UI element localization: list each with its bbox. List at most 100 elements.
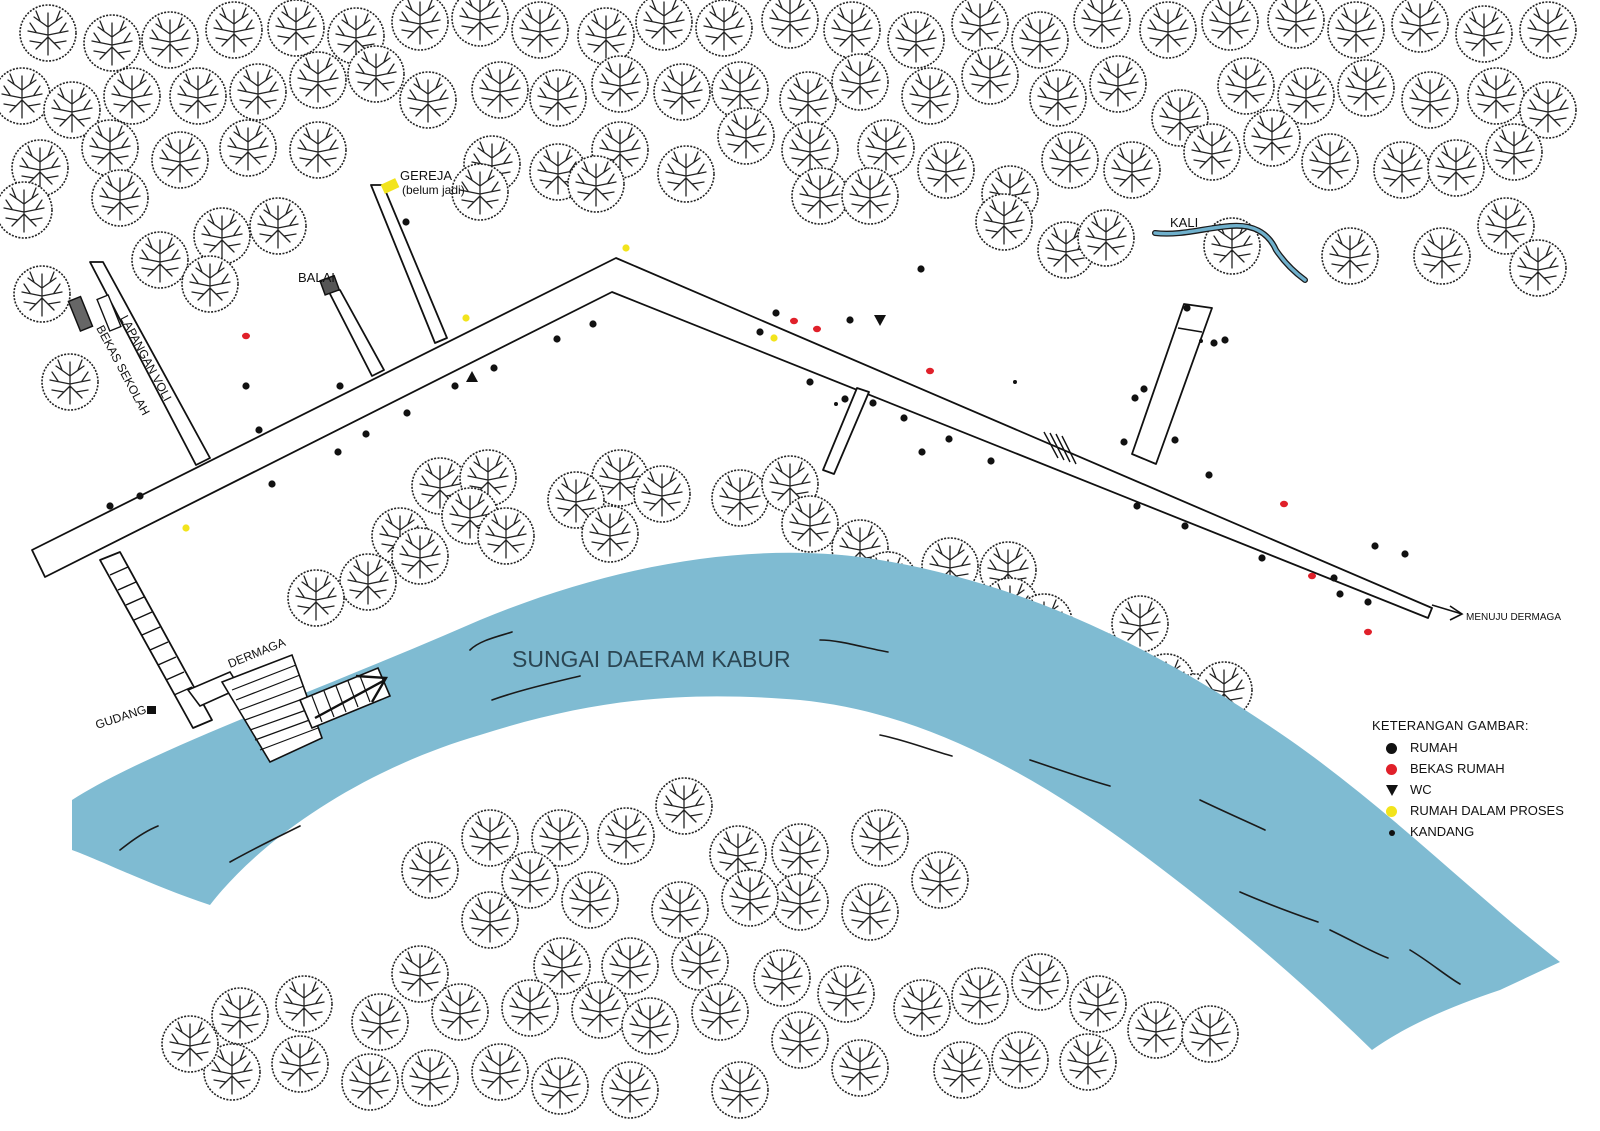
tree-icon <box>471 61 529 119</box>
tree-icon <box>81 119 139 177</box>
legend-label: WC <box>1410 782 1432 797</box>
tree-icon <box>933 1041 991 1099</box>
rumah-dalam-proses-marker <box>462 314 470 322</box>
river <box>72 552 1560 1050</box>
legend-item-wc: WC <box>1372 779 1592 800</box>
tree-icon <box>229 63 287 121</box>
legend-label: RUMAH DALAM PROSES <box>1410 803 1564 818</box>
triangle-icon <box>1382 782 1402 798</box>
tree-icon <box>529 69 587 127</box>
tree-icon <box>633 465 691 523</box>
balai-building <box>319 274 341 296</box>
red-dot-icon <box>1382 761 1402 777</box>
tree-icon <box>1127 1001 1185 1059</box>
tree-icon <box>581 505 639 563</box>
tree-icon <box>289 51 347 109</box>
road-hatching <box>109 327 1203 696</box>
tree-icon <box>951 967 1009 1025</box>
main-road <box>31 257 1433 619</box>
kali-label: KALI <box>1170 215 1198 230</box>
tree-icon <box>711 1061 769 1119</box>
tree-icon <box>1103 141 1161 199</box>
tree-icon <box>1059 1033 1117 1091</box>
rumah-dalam-proses-marker <box>622 244 630 252</box>
tree-icon <box>961 47 1019 105</box>
tree-icon <box>1519 1 1577 59</box>
tree-icon <box>103 67 161 125</box>
tree-icon <box>857 119 915 177</box>
tree-icon <box>1509 239 1567 297</box>
rumah-marker <box>987 457 995 465</box>
roads <box>31 184 1433 729</box>
tree-icon <box>391 0 449 51</box>
tree-icon <box>271 1035 329 1093</box>
gereja-note-label: (belum jadi) <box>402 183 465 197</box>
tree-icon <box>911 851 969 909</box>
rumah-marker <box>268 480 276 488</box>
rumah-marker <box>255 426 263 434</box>
legend-item-rumah-dalam-proses: RUMAH DALAM PROSES <box>1372 800 1592 821</box>
rumah-marker <box>1183 304 1191 312</box>
tree-icon <box>591 55 649 113</box>
rumah-marker <box>403 409 411 417</box>
bekas-rumah-marker <box>813 325 821 333</box>
wc-marker <box>874 315 886 326</box>
tree-icon <box>477 507 535 565</box>
tree-icon <box>1243 109 1301 167</box>
rumah-marker <box>1330 574 1338 582</box>
tree-icon <box>711 469 769 527</box>
rumah-dalam-proses-marker <box>182 524 190 532</box>
tree-icon <box>1181 1005 1239 1063</box>
tree-icon <box>597 807 655 865</box>
tree-icon <box>1041 131 1099 189</box>
tree-icon <box>347 45 405 103</box>
tree-icon <box>951 0 1009 53</box>
map-legend: KETERANGAN GAMBAR: RUMAH BEKAS RUMAH WC … <box>1372 718 1592 842</box>
bekas-rumah-marker <box>242 332 250 340</box>
rumah-marker <box>1205 471 1213 479</box>
tree-icon <box>653 63 711 121</box>
tree-icon <box>287 569 345 627</box>
tree-icon <box>289 121 347 179</box>
tree-icon <box>1301 133 1359 191</box>
rumah-marker <box>362 430 370 438</box>
tree-icon <box>1069 975 1127 1033</box>
legend-item-rumah: RUMAH <box>1372 737 1592 758</box>
tree-icon <box>577 7 635 65</box>
tree-icon <box>461 809 519 867</box>
small-dot-icon <box>1382 824 1402 840</box>
rumah-marker <box>1364 598 1372 606</box>
tree-icon <box>1373 141 1431 199</box>
tree-icon <box>781 121 839 179</box>
rumah-marker <box>806 378 814 386</box>
rumah-marker <box>106 502 114 510</box>
tree-icon <box>161 1015 219 1073</box>
tree-icon <box>339 553 397 611</box>
river-label: SUNGAI DAERAM KABUR <box>512 646 791 672</box>
tree-icon <box>151 131 209 189</box>
rumah-marker <box>772 309 780 317</box>
tree-icon <box>567 155 625 213</box>
river-current-lines <box>119 631 1461 985</box>
road-south-branch <box>822 387 870 475</box>
rumah-marker <box>336 382 344 390</box>
rumah-marker <box>945 435 953 443</box>
bekas-rumah-marker <box>1308 572 1316 580</box>
rumah-marker <box>1133 502 1141 510</box>
tree-icon <box>0 67 51 125</box>
rumah-marker <box>1210 339 1218 347</box>
tree-icon <box>1139 1 1197 59</box>
rumah-marker <box>1171 436 1179 444</box>
tree-icon <box>823 1 881 59</box>
tree-icon <box>267 0 325 57</box>
rumah-marker <box>1371 542 1379 550</box>
rumah-marker <box>1140 385 1148 393</box>
tree-icon <box>531 1057 589 1115</box>
kandang-marker <box>834 402 838 406</box>
tree-icon <box>651 881 709 939</box>
tree-icon <box>1337 59 1395 117</box>
tree-icon <box>671 933 729 991</box>
rumah-marker <box>1181 522 1189 530</box>
rumah-marker <box>1336 590 1344 598</box>
